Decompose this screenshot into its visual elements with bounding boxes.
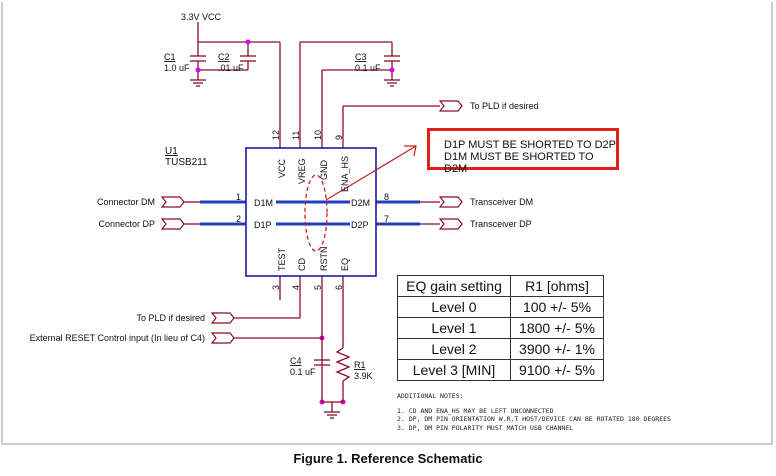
table-cell: Level 3 [MIN] xyxy=(397,359,511,381)
pin-name-cd: CD xyxy=(297,258,307,271)
pin-num-7: 7 xyxy=(384,214,389,224)
additional-notes: ADDITIONAL NOTES: 1. CD AND ENA_HS MAY BE… xyxy=(397,392,671,432)
port-label-connector-dm: Connector DM xyxy=(97,197,155,207)
pin-num-8: 8 xyxy=(384,192,389,202)
pin-name-gnd: GND xyxy=(319,160,329,181)
r1-ref: R1 xyxy=(354,360,366,370)
pin-num-4: 4 xyxy=(291,285,301,290)
pin-name-test: TEST xyxy=(277,247,287,271)
pin-num-2: 2 xyxy=(236,214,241,224)
ic-body xyxy=(245,147,377,277)
pin-name-d2m: D2M xyxy=(351,198,370,208)
pin-name-vcc: VCC xyxy=(277,158,287,178)
rail-label: 3.3V VCC xyxy=(181,12,222,22)
callout-line-1: D1P MUST BE SHORTED TO D2P xyxy=(444,139,616,151)
c2-ref: C2 xyxy=(218,52,230,62)
notes-title: ADDITIONAL NOTES: xyxy=(397,392,464,400)
port-label-pld-top: To PLD if desired xyxy=(470,101,539,111)
pin-name-eq: EQ xyxy=(340,258,350,271)
callout-line-2: D1M MUST BE SHORTED TO D2M xyxy=(444,151,594,175)
pin-num-5: 5 xyxy=(313,285,323,290)
port-flags xyxy=(160,100,463,344)
table-cell: Level 2 xyxy=(397,338,511,360)
table-cell: 3900 +/- 1% xyxy=(510,338,604,360)
c1-value: 1.0 uF xyxy=(164,63,190,73)
pin-name-rstn: RSTN xyxy=(319,247,329,272)
table-cell: 100 +/- 5% xyxy=(510,296,604,318)
ic-part: TUSB211 xyxy=(165,157,208,168)
port-label-transceiver-dm: Transceiver DM xyxy=(470,197,533,207)
table-header-row: EQ gain setting R1 [ohms] xyxy=(397,275,604,297)
table-cell: Level 1 xyxy=(397,317,511,339)
pin-name-d1m: D1M xyxy=(254,198,273,208)
pin-name-d2p: D2P xyxy=(351,220,369,230)
c3-ref: C3 xyxy=(355,52,367,62)
table-header: R1 [ohms] xyxy=(510,275,604,297)
table-header: EQ gain setting xyxy=(397,275,511,297)
pin-num-11: 11 xyxy=(291,131,301,140)
c2-value: .01 uF xyxy=(218,63,244,73)
callout-arrowhead xyxy=(404,145,417,157)
pin-name-ena-hs: ENA_HS xyxy=(340,156,350,192)
eq-gain-table: EQ gain setting R1 [ohms] Level 0 100 +/… xyxy=(397,275,604,381)
table-row: Level 0 100 +/- 5% xyxy=(397,296,604,318)
callout-leader xyxy=(325,145,417,201)
pin-num-1: 1 xyxy=(236,192,241,202)
r1-value: 3.9K xyxy=(354,371,373,381)
port-label-transceiver-dp: Transceiver DP xyxy=(470,219,532,229)
note-item: 3. DP, DM PIN POLARITY MUST MATCH USB CH… xyxy=(397,423,574,432)
pin-num-12: 12 xyxy=(271,130,281,140)
table-row: Level 3 [MIN] 9100 +/- 5% xyxy=(397,359,604,381)
power-wiring xyxy=(190,22,440,148)
c3-value: 0.1 uF xyxy=(355,63,381,73)
pin-num-10: 10 xyxy=(313,130,323,140)
c4-ref: C4 xyxy=(290,356,302,366)
usb-signal-traces xyxy=(200,200,420,226)
short-highlight-ellipse xyxy=(304,174,328,252)
ic-ref: U1 xyxy=(165,146,178,157)
pin-name-vreg: VREG xyxy=(297,158,307,184)
note-item: 1. CD AND ENA_HS MAY BE LEFT UNCONNECTED xyxy=(397,406,554,415)
table-row: Level 2 3900 +/- 1% xyxy=(397,338,604,360)
pin-num-6: 6 xyxy=(334,285,344,290)
short-requirement-callout: D1P MUST BE SHORTED TO D2P D1M MUST BE S… xyxy=(427,128,619,175)
table-cell: Level 0 xyxy=(397,296,511,318)
pin-num-9: 9 xyxy=(334,135,344,140)
c1-ref: C1 xyxy=(164,52,176,62)
c4-value: 0.1 uF xyxy=(290,367,316,377)
figure-caption: Figure 1. Reference Schematic xyxy=(293,451,483,466)
port-label-reset: External RESET Control input (In lieu of… xyxy=(30,333,205,343)
pin-name-d1p: D1P xyxy=(254,220,272,230)
note-item: 2. DP, DM PIN ORIENTATION W.R.T HOST/DEV… xyxy=(397,415,671,424)
table-row: Level 1 1800 +/- 5% xyxy=(397,317,604,339)
pin-num-3: 3 xyxy=(271,285,281,290)
port-label-connector-dp: Connector DP xyxy=(98,219,155,229)
table-cell: 1800 +/- 5% xyxy=(510,317,604,339)
port-label-pld-bottom: To PLD if desired xyxy=(136,313,205,323)
table-cell: 9100 +/- 5% xyxy=(510,359,604,381)
